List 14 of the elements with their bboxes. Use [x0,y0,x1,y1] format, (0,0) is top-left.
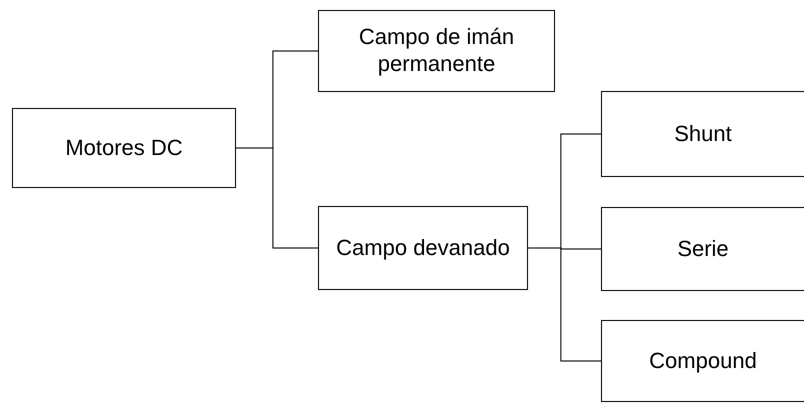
connector-line [528,248,602,362]
process-box [12,108,236,188]
process-box [318,10,555,92]
node-label: Serie [677,236,729,262]
process-box [601,320,804,402]
node-label: Campo devanado [336,234,510,262]
process-box [318,206,528,290]
node-label: Shunt [674,120,732,148]
connector-line [236,148,318,248]
node-label: Motores DC [65,134,183,162]
node-label: Compound [649,348,757,374]
process-box [601,207,804,291]
process-box [601,91,804,177]
node-label: Campo de imán permanente [358,24,516,78]
